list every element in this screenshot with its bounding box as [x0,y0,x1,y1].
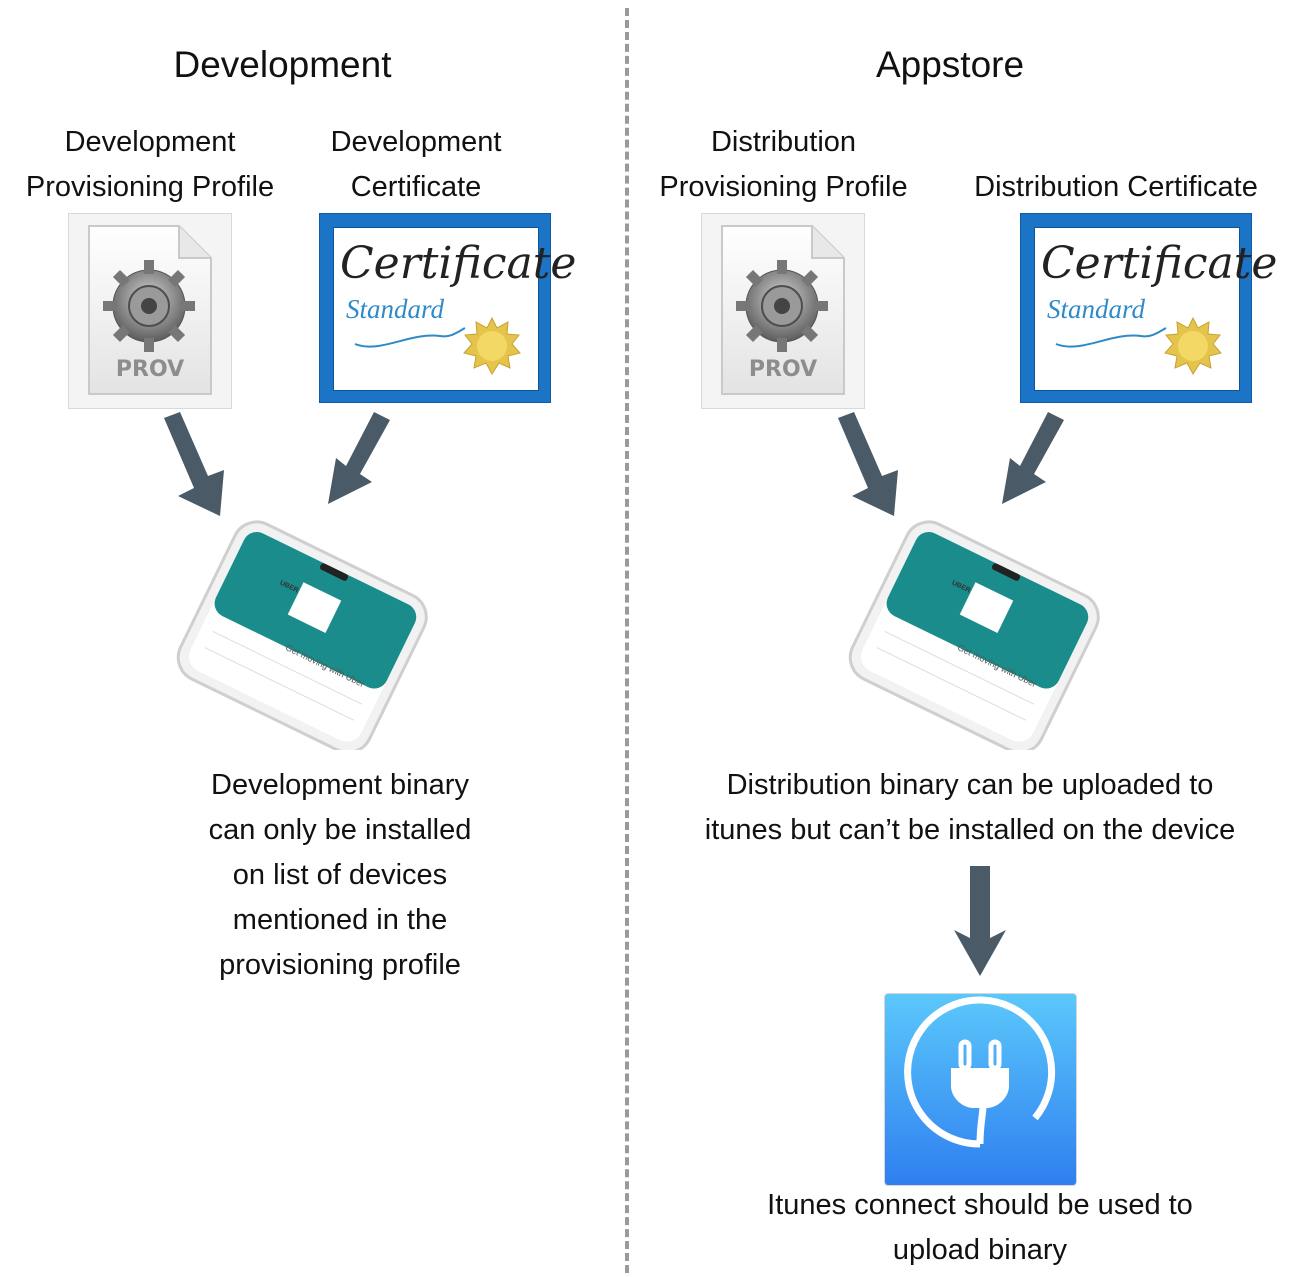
itunes-caption: Itunes connect should be used to upload … [767,1189,1193,1266]
provisioning-profile-icon: PROV [68,213,232,409]
appstore-title: Appstore [875,44,1025,85]
appstore-profile-label: Distribution Provisioning Profile [659,126,908,203]
arrow-down-icon [164,412,224,516]
certificate-subtitle: Standard [1047,294,1146,324]
iphone-icon: UBER Get moving with Uber [150,520,450,750]
seal-icon [463,316,521,375]
development-certificate-label: Development Certificate [330,126,502,203]
development-title: Development [173,44,392,85]
arrow-down-icon [1002,412,1064,504]
seal-icon [1164,316,1222,375]
prov-badge: PROV [748,357,818,382]
development-caption: Development binary can only be installed… [208,769,472,981]
certificate-icon: Certificate Standard [1020,213,1278,403]
prov-badge: PROV [115,357,185,382]
arrow-down-icon [328,412,390,504]
appstore-caption: Distribution binary can be uploaded to i… [704,769,1236,846]
arrow-down-icon [838,412,898,516]
certificate-title: Certificate [1041,238,1278,289]
arrow-down-icon [954,866,1006,976]
appstore-certificate-label: Distribution Certificate [974,171,1258,203]
iphone-icon: UBER Get moving with Uber [822,520,1122,750]
certificate-subtitle: Standard [346,294,445,324]
section-divider [625,8,629,1273]
certificate-title: Certificate [340,238,577,289]
certificate-icon: Certificate Standard [319,213,577,403]
development-profile-label: Development Provisioning Profile [25,126,275,203]
itunes-connect-icon [884,993,1077,1186]
provisioning-profile-icon: PROV [701,213,865,409]
